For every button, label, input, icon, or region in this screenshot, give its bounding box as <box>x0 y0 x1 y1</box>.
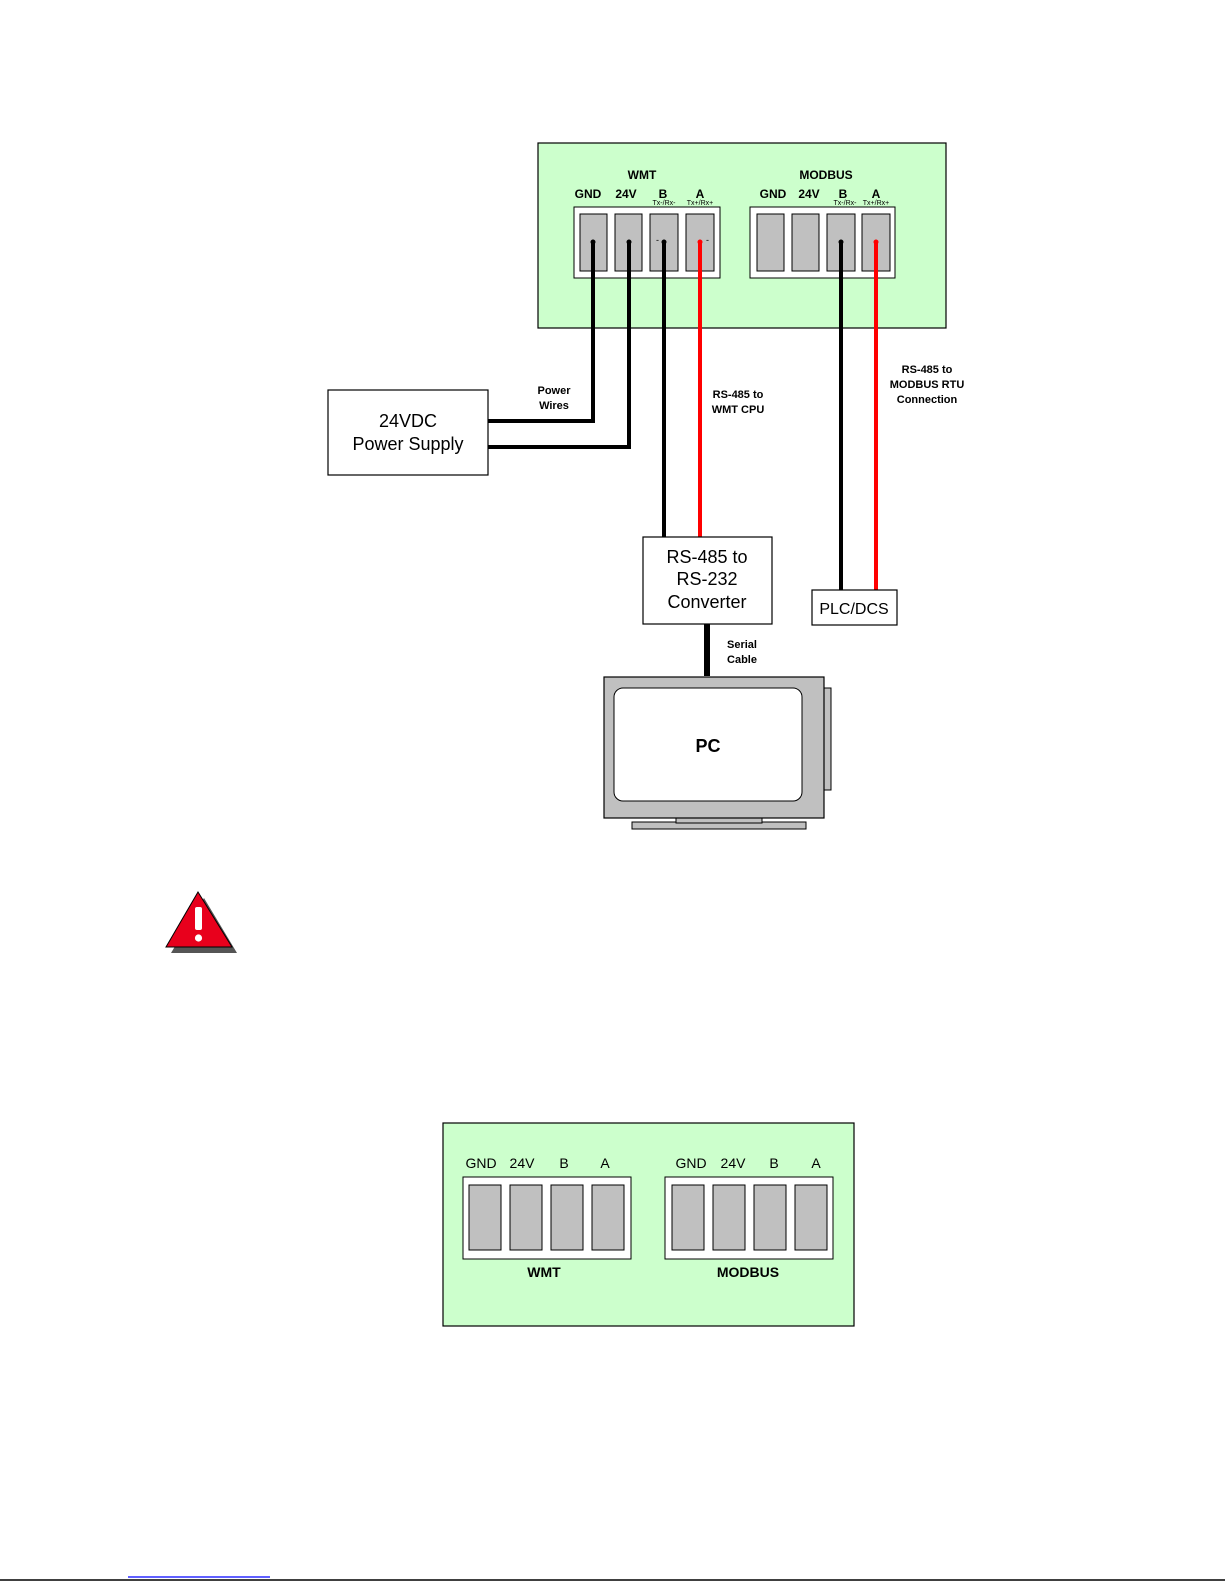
top-modbus-terminal-b-sub: Tx-/Rx- <box>834 200 858 207</box>
top-modbus-terminal-gnd <box>757 214 784 271</box>
converter-line1: RS-485 to <box>666 547 747 567</box>
bottom-wmt-terminal-gnd <box>469 1185 501 1250</box>
converter-line2: RS-232 <box>676 569 737 589</box>
pc-label: PC <box>695 736 720 756</box>
bottom-modbus-terminal-a <box>795 1185 827 1250</box>
top-wmt-terminal-a-label: A <box>696 187 705 201</box>
bottom-wmt-terminal-b-label: B <box>559 1155 568 1171</box>
bottom-modbus-terminal-gnd <box>672 1185 704 1250</box>
bottom-wmt-label: WMT <box>527 1264 561 1280</box>
rs485-modbus-label-line3: Connection <box>897 394 958 406</box>
top-wmt-terminal-a-sub: Tx+/Rx+ <box>687 200 713 207</box>
top-wmt-polarity-b: - <box>656 235 659 245</box>
rs485-wmt-label-line2: WMT CPU <box>712 404 765 416</box>
power-supply-line1: 24VDC <box>379 411 437 431</box>
rs485-modbus-label-line1: RS-485 to <box>902 364 953 376</box>
warning-icon <box>166 892 237 953</box>
power-supply-line2: Power Supply <box>352 434 463 454</box>
bottom-modbus-terminal-24v-label: 24V <box>721 1155 747 1171</box>
bottom-wmt-terminal-24v-label: 24V <box>510 1155 536 1171</box>
top-wmt-terminal-gnd-label: GND <box>575 187 602 201</box>
top-modbus-terminal-a-sub: Tx+/Rx+ <box>863 200 889 207</box>
top-modbus-terminal-gnd-label: GND <box>760 187 787 201</box>
wire-dot-24v <box>627 240 632 245</box>
power-wires-label-line1: Power <box>537 385 571 397</box>
bottom-modbus-terminal-b <box>754 1185 786 1250</box>
top-wmt-terminal-b-label: B <box>659 187 668 201</box>
bottom-wmt-terminal-24v <box>510 1185 542 1250</box>
top-wmt-terminal-b-sub: Tx-/Rx- <box>653 200 677 207</box>
pc-monitor: PC <box>604 677 831 829</box>
wire-dot-a <box>698 240 703 245</box>
serial-cable-label-line1: Serial <box>727 639 757 651</box>
wire-dot-modbus-b <box>839 240 844 245</box>
bottom-wmt-terminal-a-label: A <box>600 1155 610 1171</box>
converter-line3: Converter <box>667 592 746 612</box>
top-modbus-header: MODBUS <box>799 168 852 182</box>
wire-dot-b <box>662 240 667 245</box>
bottom-wmt-terminal-b <box>551 1185 583 1250</box>
serial-cable-label-line2: Cable <box>727 654 757 666</box>
power-supply-box <box>328 390 488 475</box>
top-modbus-terminal-a-label: A <box>872 187 881 201</box>
bottom-modbus-terminal-gnd-label: GND <box>675 1155 706 1171</box>
bottom-modbus-terminal-24v <box>713 1185 745 1250</box>
top-modbus-terminal-b-label: B <box>839 187 848 201</box>
top-modbus-terminal-24v <box>792 214 819 271</box>
top-wmt-terminal-24v-label: 24V <box>615 187 636 201</box>
plc-label: PLC/DCS <box>819 601 888 618</box>
top-modbus-terminal-24v-label: 24V <box>798 187 819 201</box>
top-wmt-header: WMT <box>628 168 657 182</box>
rs485-modbus-label-line2: MODBUS RTU <box>890 379 965 391</box>
bottom-modbus-label: MODBUS <box>717 1264 779 1280</box>
bottom-wmt-terminal-gnd-label: GND <box>465 1155 496 1171</box>
wire-dot-modbus-a <box>874 240 879 245</box>
bottom-modbus-terminal-a-label: A <box>811 1155 821 1171</box>
wire-dot-gnd <box>591 240 596 245</box>
power-wires-label-line2: Wires <box>539 400 569 412</box>
top-wmt-polarity-a: - <box>706 235 709 245</box>
bottom-modbus-terminal-b-label: B <box>769 1155 778 1171</box>
bottom-wmt-terminal-a <box>592 1185 624 1250</box>
rs485-wmt-label-line1: RS-485 to <box>713 389 764 401</box>
